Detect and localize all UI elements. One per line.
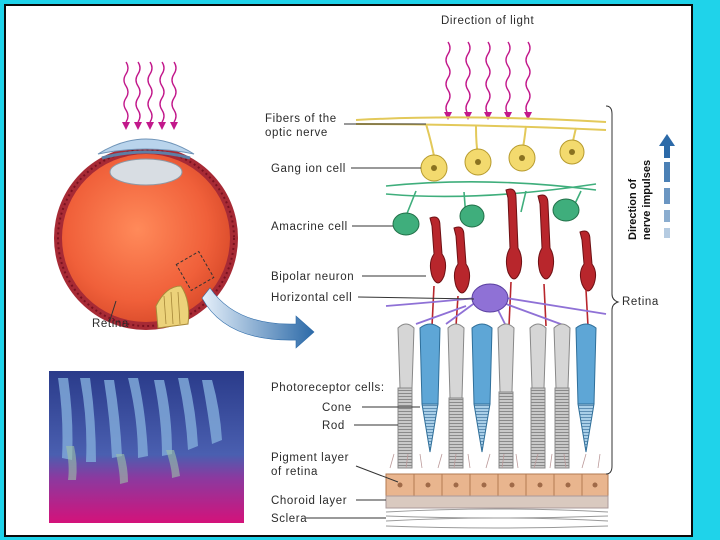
rod-cell	[397, 323, 415, 469]
label-ganglion-cell: Gang ion cell	[271, 163, 346, 175]
amacrine-cell	[552, 198, 580, 222]
eye-vitreous	[62, 154, 230, 322]
retina-zoom-box	[175, 250, 215, 292]
horizontal-cell	[385, 283, 607, 327]
label-impulses-1: Direction of	[627, 179, 639, 240]
eye-lens	[109, 158, 183, 186]
cones	[419, 323, 597, 453]
retina-light-rays	[444, 41, 532, 120]
label-direction-of-light: Direction of light	[441, 15, 534, 27]
cone-cell	[419, 323, 441, 453]
label-optic-fibers-1: Fibers of the	[265, 113, 337, 125]
eye-cornea	[97, 138, 195, 155]
label-impulses-2: nerve impulses	[641, 160, 653, 240]
label-cone: Cone	[322, 402, 352, 414]
sclera-layer	[385, 508, 609, 529]
figure-frame: Retina Direction of light	[4, 4, 693, 537]
label-optic-fibers-2: optic nerve	[265, 127, 328, 139]
bipolar-neuron	[453, 226, 471, 294]
photoreceptor-layer	[397, 323, 597, 469]
rod-cell	[497, 323, 515, 469]
amacrine-cell	[459, 204, 485, 228]
bipolar-neuron	[505, 188, 523, 280]
label-retina-eye: Retina	[92, 318, 129, 330]
rods	[397, 323, 571, 469]
label-choroid-layer: Choroid layer	[271, 495, 347, 507]
rod-cell	[447, 323, 465, 469]
eyeball-illustration: Retina	[54, 61, 315, 349]
label-photoreceptor-cells: Photoreceptor cells:	[271, 382, 385, 394]
retina-bracket	[605, 105, 620, 475]
label-horizontal-cell: Horizontal cell	[271, 292, 352, 304]
rod-cell	[529, 323, 547, 469]
cone-cell	[575, 323, 597, 453]
label-amacrine-cell: Amacrine cell	[271, 221, 348, 233]
label-bipolar-neuron: Bipolar neuron	[271, 271, 354, 283]
label-rod: Rod	[322, 420, 345, 432]
pigment-layer	[385, 453, 609, 497]
amacrine-cells	[392, 198, 580, 236]
eye-light-rays	[122, 61, 178, 130]
label-retina-bracket: Retina	[622, 296, 659, 308]
bipolar-neurons	[429, 188, 597, 294]
zoom-arrow	[201, 287, 315, 349]
rod-cell	[553, 323, 571, 469]
label-pigment-2: of retina	[271, 466, 318, 478]
bipolar-neuron	[537, 194, 555, 280]
retina-cross-section	[355, 116, 609, 529]
leader-lines	[306, 123, 475, 519]
amacrine-cell	[392, 212, 420, 236]
ganglion-cells	[420, 139, 585, 182]
retina-diagram: Retina Direction of light	[49, 15, 675, 529]
bipolar-neuron	[429, 216, 447, 284]
impulse-arrow-icon	[659, 134, 675, 238]
retina-micrograph	[49, 371, 244, 523]
label-sclera: Sclera	[271, 513, 307, 525]
cone-cell	[471, 323, 493, 453]
label-pigment-1: Pigment layer	[271, 452, 349, 464]
nerve-impulse-direction: Direction of nerve impulses	[627, 134, 675, 240]
choroid-layer	[385, 495, 609, 509]
bipolar-neuron	[579, 230, 597, 292]
